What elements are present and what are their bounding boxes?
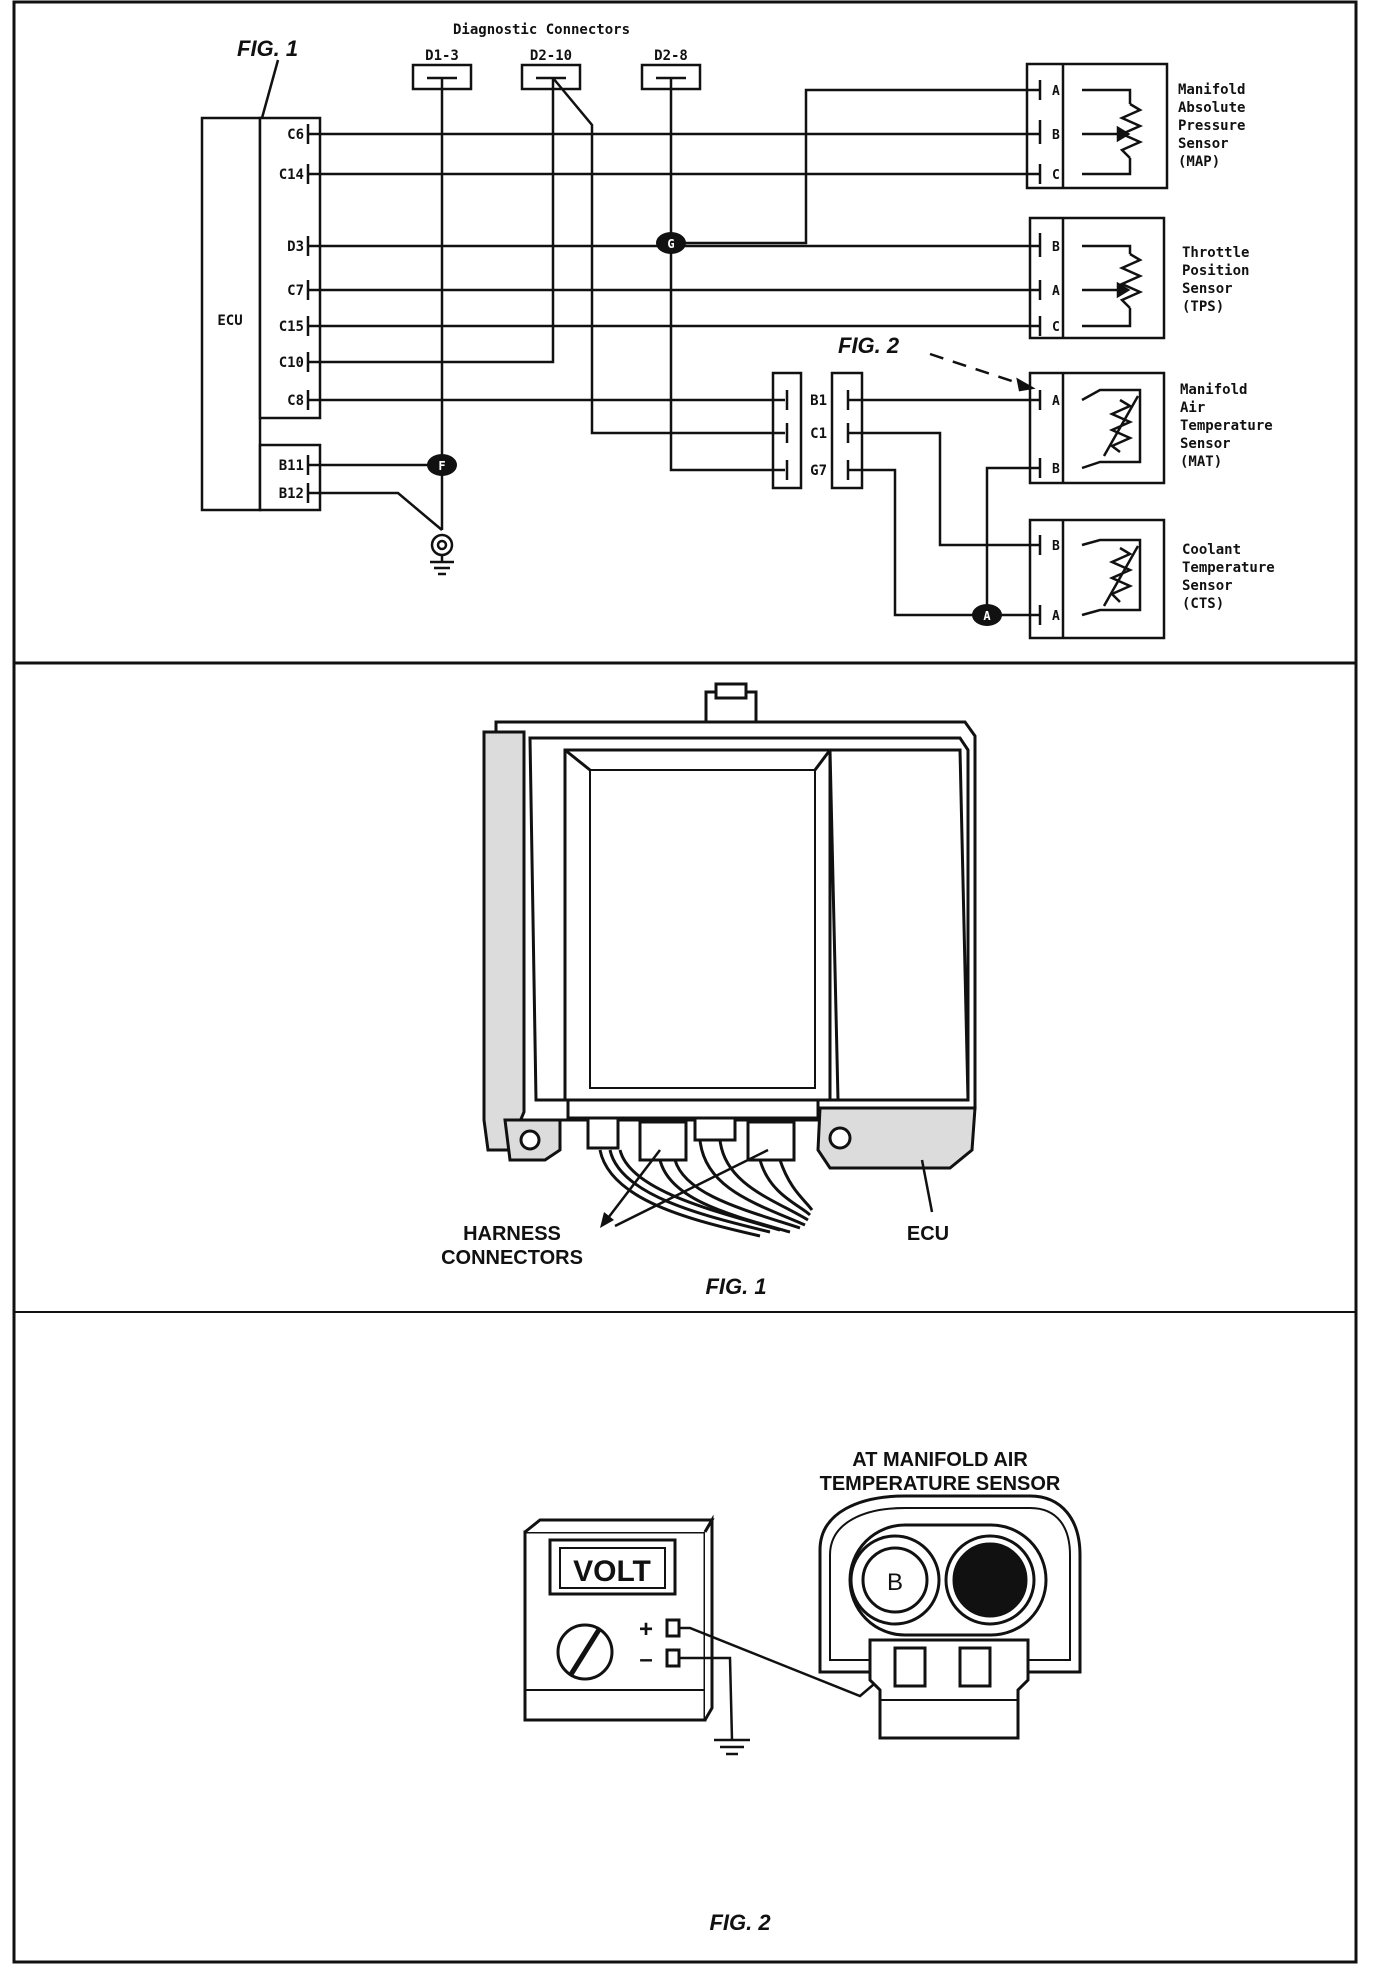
splice-markers: G F A xyxy=(427,232,1002,626)
splice-g-label: G xyxy=(667,237,674,251)
voltmeter-illustration xyxy=(523,1494,1082,1756)
cts-pin-a: A xyxy=(1052,609,1060,624)
mat-sensor-label: Manifold Air Temperature Sensor (MAT) xyxy=(1180,382,1281,470)
fig1-caption: FIG. 1 xyxy=(705,1274,766,1299)
splice-f-label: F xyxy=(438,459,445,473)
tps-pin-b: B xyxy=(1052,240,1060,255)
mat-title-1: AT MANIFOLD AIR xyxy=(852,1449,1028,1471)
meter-display: VOLT xyxy=(573,1555,651,1588)
fig1-label-schematic: FIG. 1 xyxy=(237,36,298,61)
ecu-pin-c10: C10 xyxy=(279,355,304,371)
mat-pin-b: B xyxy=(1052,462,1060,477)
tps-pin-c: C xyxy=(1052,320,1060,335)
tps-pin-a: A xyxy=(1052,284,1060,299)
ecu-pin-b12: B12 xyxy=(279,486,304,502)
cts-sensor-label: Coolant Temperature Sensor (CTS) xyxy=(1182,542,1283,612)
mid-pin-g7: G7 xyxy=(810,463,827,479)
map-sensor-label: Manifold Absolute Pressure Sensor (MAP) xyxy=(1178,82,1254,170)
mat-title-2: TEMPERATURE SENSOR xyxy=(820,1473,1061,1495)
map-pin-a: A xyxy=(1052,84,1060,99)
meter-minus: – xyxy=(639,1646,652,1673)
splice-g xyxy=(656,232,686,254)
fig2-label-schematic: FIG. 2 xyxy=(838,333,900,358)
fig2-caption: FIG. 2 xyxy=(709,1910,771,1935)
diag-connector-d2-8: D2-8 xyxy=(654,48,688,64)
wiring-schematic xyxy=(200,59,1169,640)
tps-sensor-label: Throttle Position Sensor (TPS) xyxy=(1182,245,1258,315)
ecu-pin-b11: B11 xyxy=(279,458,304,474)
ecu-pin-c7: C7 xyxy=(287,283,304,299)
ecu-label-schematic: ECU xyxy=(217,313,242,329)
ecu-illustration xyxy=(482,682,977,1238)
splice-f xyxy=(427,454,457,476)
page-frame xyxy=(12,0,1358,1964)
ecu-pin-c6: C6 xyxy=(287,127,304,143)
mid-pin-b1: B1 xyxy=(810,393,827,409)
splice-a xyxy=(972,604,1002,626)
mid-pin-c1: C1 xyxy=(810,426,827,442)
mat-pin-a: A xyxy=(1052,394,1060,409)
map-pin-c: C xyxy=(1052,168,1060,183)
ecu-pin-c8: C8 xyxy=(287,393,304,409)
diag-connectors-title: Diagnostic Connectors xyxy=(453,22,630,38)
cts-pin-b: B xyxy=(1052,539,1060,554)
ecu-pin-c15: C15 xyxy=(279,319,304,335)
splice-a-label: A xyxy=(983,609,991,623)
ecu-pin-d3: D3 xyxy=(287,239,304,255)
diag-connector-d2-10: D2-10 xyxy=(530,48,572,64)
harness-label-2: CONNECTORS xyxy=(441,1247,583,1269)
map-pin-b: B xyxy=(1052,128,1060,143)
harness-label-1: HARNESS xyxy=(463,1223,561,1245)
terminal-b-label: B xyxy=(887,1569,903,1596)
ecu-pin-c14: C14 xyxy=(279,167,304,183)
diag-connector-d1-3: D1-3 xyxy=(425,48,459,64)
ecu-label-photo: ECU xyxy=(907,1223,949,1245)
meter-plus: + xyxy=(639,1616,653,1643)
